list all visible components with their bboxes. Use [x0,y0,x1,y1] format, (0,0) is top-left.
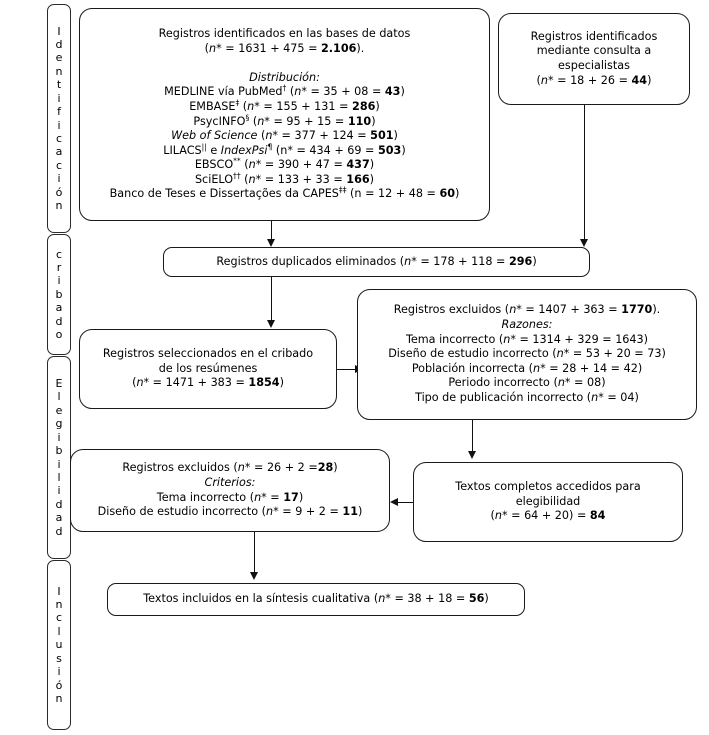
duplicates-count: (n* = 178 + 118 = 296) [399,254,537,268]
connector-fulltext-to-excluded-elig [398,502,413,503]
stage-identificacion-label: I d e n t i f i c a c i ó n [55,24,63,212]
fulltext-count: (n* = 64 + 20) = 84 [490,509,606,523]
excluded-screening-reasons-label: Razones: [501,318,553,332]
experts-count: (n* = 18 + 26 = 44) [536,73,652,87]
source-medline: MEDLINE vía PubMed† (n* = 35 + 08 = 43) [164,83,405,99]
box-records-identified-databases: Registros identificados en las bases de … [79,8,490,221]
box-records-excluded-screening: Registros excluidos (n* = 1407 + 363 = 1… [357,289,697,420]
connector-experts-to-duplicates [584,105,585,241]
experts-line3: especialistas [558,59,630,72]
connector-screened-to-excluded [337,369,355,370]
source-scielo: SciELO†† (n* = 133 + 33 = 166) [194,171,375,186]
box-included-content: Textos incluidos en la síntesis cualitat… [143,592,489,607]
stage-cribado-label: c r i b a d o [55,247,63,342]
fulltext-line2: elegibilidad [515,494,581,508]
connector-excluded-to-fulltext [472,420,473,453]
excluded-eligibility-heading: Registros excluidos (n* = 26 + 2 =28) [122,461,338,475]
box-screened-content: Registros seleccionados en el cribado de… [103,347,313,391]
databases-count: (n* = 1631 + 475 = 2.106). [204,41,365,55]
box-databases-content: Registros identificados en las bases de … [110,27,460,202]
criterion-diseno-incorrecto: Diseño de estudio incorrecto (n* = 9 + 2… [97,505,363,519]
screened-line1: Registros seleccionados en el cribado [102,347,314,361]
source-psycinfo: PsycINFO§ (n* = 95 + 15 = 110) [193,112,376,128]
box-excluded-screening-content: Registros excluidos (n* = 1407 + 363 = 1… [388,303,666,405]
box-duplicates-removed: Registros duplicados eliminados (n* = 17… [163,247,590,277]
source-embase: EMBASE‡ (n* = 155 + 131 = 286) [189,98,380,113]
source-web-of-science: Web of Science (n* = 377 + 124 = 501) [171,129,398,143]
arrow-excluded-elig-to-included [249,572,258,580]
box-duplicates-content: Registros duplicados eliminados (n* = 17… [216,255,536,270]
box-experts-content: Registros identificados mediante consult… [531,30,658,88]
source-ebsco: EBSCO** (n* = 390 + 47 = 437) [194,156,375,172]
criterion-tema-incorrecto: Tema incorrecto (n* = 17) [156,490,304,504]
reason-periodo-incorrecto: Periodo incorrecto (n* = 08) [448,376,606,390]
box-fulltext-content: Textos completos accedidos para elegibil… [455,480,640,524]
screened-line2: de los resúmenes [158,361,258,375]
databases-heading: Registros identificados en las bases de … [158,26,411,40]
arrow-fulltext-to-excluded-elig [390,497,398,506]
reason-tema-incorrecto: Tema incorrecto (n* = 1314 + 329 = 1643) [405,332,649,346]
stage-inclusion-label: I n c l u s i ó n [55,584,63,705]
source-capes: Banco de Teses e Dissertações da CAPES‡‡… [109,185,460,201]
reason-poblacion-incorrecta: Población incorrecta (n* = 28 + 14 = 42) [411,361,643,375]
box-records-screened: Registros seleccionados en el cribado de… [79,329,337,409]
box-excluded-eligibility-content: Registros excluidos (n* = 26 + 2 =28) Cr… [98,461,363,519]
included-count: (n* = 38 + 18 = 56) [373,592,489,606]
fulltext-line1: Textos completos accedidos para [455,480,641,494]
stage-elegibilidad: E l e g i b i l i d a d [47,356,71,559]
connector-duplicates-to-screened [271,277,272,322]
duplicates-text: Registros duplicados eliminados [216,254,397,268]
arrow-excluded-to-fulltext [467,451,476,459]
arrow-experts-to-duplicates [579,239,588,247]
stage-elegibilidad-label: E l e g i b i l i d a d [55,377,63,538]
arrow-databases-to-duplicates [266,239,275,247]
excluded-eligibility-criteria-label: Criterios: [204,475,256,489]
stage-cribado: c r i b a d o [47,234,71,355]
box-fulltext-eligibility: Textos completos accedidos para elegibil… [413,462,683,542]
connector-databases-to-duplicates [271,221,272,241]
databases-distribution-label: Distribución: [249,70,320,84]
arrow-duplicates-to-screened [266,320,275,328]
box-records-excluded-eligibility: Registros excluidos (n* = 26 + 2 =28) Cr… [70,449,390,532]
reason-tipo-publicacion-incorrecto: Tipo de publicación incorrecto (n* = 04) [415,390,639,404]
reason-diseno-incorrecto: Diseño de estudio incorrecto (n* = 53 + … [388,347,666,361]
stage-identificacion: I d e n t i f i c a c i ó n [47,4,71,233]
excluded-screening-heading: Registros excluidos (n* = 1407 + 363 = 1… [393,303,661,317]
stage-inclusion: I n c l u s i ó n [47,560,71,730]
source-lilacs-indexpsi: LILACS|| e IndexPsi¶ (n* = 434 + 69 = 50… [163,141,406,157]
box-records-identified-experts: Registros identificados mediante consult… [498,13,690,105]
connector-excluded-elig-to-included [254,532,255,574]
included-text: Textos incluidos en la síntesis cualitat… [143,592,371,606]
experts-line2: mediante consulta a [536,44,652,58]
box-texts-included-synthesis: Textos incluidos en la síntesis cualitat… [107,583,525,616]
screened-count: (n* = 1471 + 383 = 1854) [132,376,284,390]
experts-line1: Registros identificados [530,29,658,43]
